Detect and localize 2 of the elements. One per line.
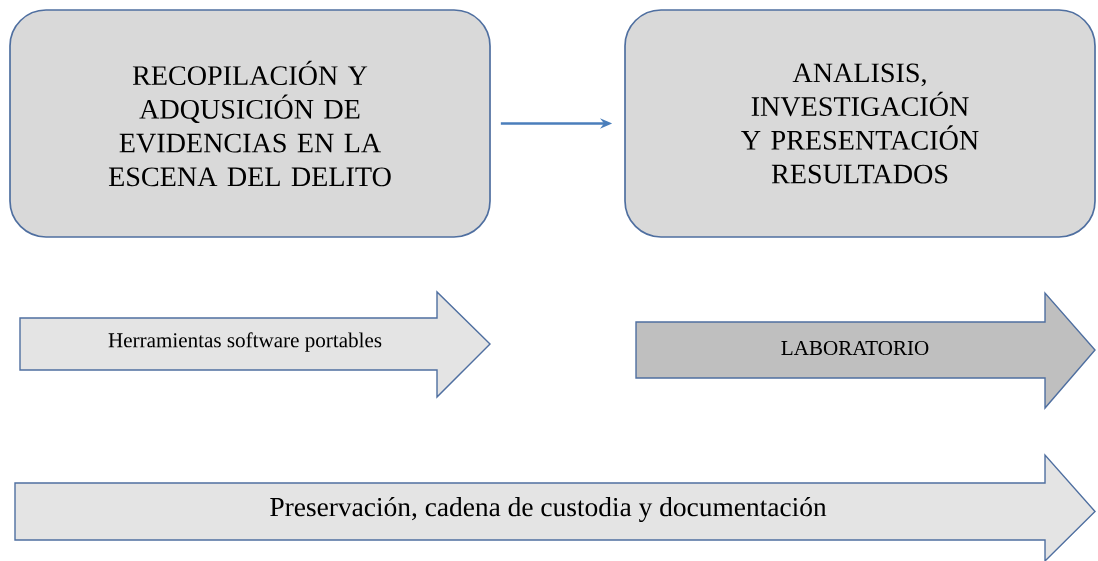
process-box: ANALISIS, INVESTIGACIÓN Y PRESENTACIÓN RESULTADOS: [624, 9, 1096, 238]
process-box: RECOPILACIÓN Y ADQUSICIÓN DE EVIDENCIAS EN LA ESCENA DEL DELITO: [9, 9, 491, 238]
